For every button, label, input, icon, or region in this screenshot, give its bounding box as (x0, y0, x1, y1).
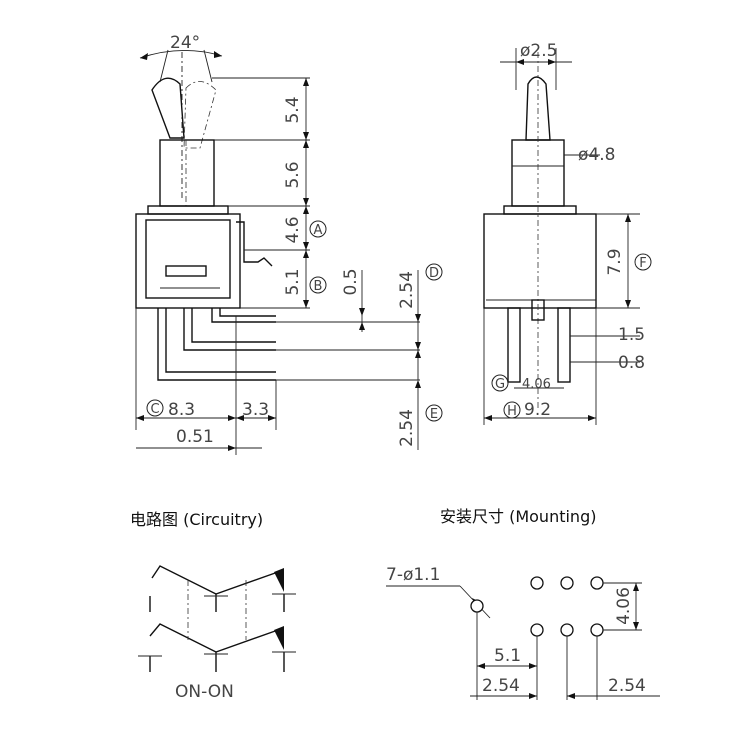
dim-pin-width: 0.8 (618, 353, 645, 373)
dim-pin: 0.51 (176, 427, 214, 447)
dim-a-value: 4.6 (283, 216, 303, 243)
dim-c-value: 8.3 (168, 400, 195, 420)
dim-b-value: 5.1 (283, 268, 303, 295)
front-lever (525, 76, 551, 141)
dim-pitch: 1.5 (618, 325, 645, 345)
marker-a: A (314, 223, 323, 238)
dim-pitch-left: 2.54 (482, 676, 520, 696)
mount-hole-single (470, 599, 484, 613)
side-view: 24° (135, 33, 443, 455)
dim-e-value: 2.54 (397, 409, 417, 447)
dim-row-gap: 4.06 (614, 587, 634, 625)
angle-arc (139, 50, 223, 59)
terminal-2 (183, 308, 276, 351)
dim-lever-length: 5.4 (283, 96, 303, 123)
dim-bushing-length: 5.6 (283, 161, 303, 188)
mount-hole-bottom-2 (560, 623, 574, 637)
mount-hole-top-1 (530, 576, 544, 590)
holes-label: 7-ø1.1 (386, 565, 440, 585)
dim-bushing-diameter: ø4.8 (578, 145, 615, 165)
marker-b: B (314, 279, 323, 294)
front-terminal-right (557, 307, 571, 383)
terminal-1 (157, 308, 276, 381)
mount-hole-bottom-1 (530, 623, 544, 637)
dim-body-height: 7.9 (605, 248, 625, 275)
circuit-label: ON-ON (175, 682, 234, 702)
dim-mount-offset: 5.1 (494, 646, 521, 666)
marker-g: G (495, 377, 505, 392)
bracket (236, 221, 273, 267)
dim-spacing: 4.06 (522, 377, 551, 392)
front-terminal-left (507, 307, 521, 383)
marker-f: F (639, 256, 646, 271)
dim-offset: 3.3 (242, 400, 269, 420)
dim-body-width: 9.2 (524, 400, 551, 420)
lever-right (183, 81, 217, 149)
lever-left (151, 77, 185, 139)
mounting-section: 安装尺寸 (Mounting) 7-ø1.1 4.06 5.1 2.54 2.5… (386, 507, 660, 700)
circuit-upper-blade (151, 565, 279, 595)
mount-hole-top-2 (560, 576, 574, 590)
marker-c: C (150, 402, 159, 417)
marker-e: E (430, 407, 438, 422)
marker-d: D (429, 266, 439, 281)
dim-half: 0.5 (341, 268, 361, 295)
bushing (159, 139, 215, 207)
mounting-heading: 安装尺寸 (Mounting) (440, 507, 596, 526)
mount-hole-top-3 (590, 576, 604, 590)
marker-h: H (507, 404, 517, 419)
front-view: ø2.5 ø4.8 7.9 F 1.5 0.8 4.06 G (483, 41, 652, 425)
dim-lever-diameter: ø2.5 (520, 41, 557, 61)
circuitry-heading: 电路图 (Circuitry) (130, 510, 263, 529)
mount-hole-bottom-3 (590, 623, 604, 637)
dim-pitch-right: 2.54 (608, 676, 646, 696)
body (135, 213, 241, 309)
dim-d-value: 2.54 (397, 271, 417, 309)
circuit-lower-blade (149, 623, 279, 653)
circuitry-section: 电路图 (Circuitry) ON-ON (130, 510, 296, 702)
angle-label: 24° (170, 33, 200, 53)
front-body (483, 213, 597, 309)
terminal-3 (211, 308, 276, 323)
flange (147, 205, 229, 215)
